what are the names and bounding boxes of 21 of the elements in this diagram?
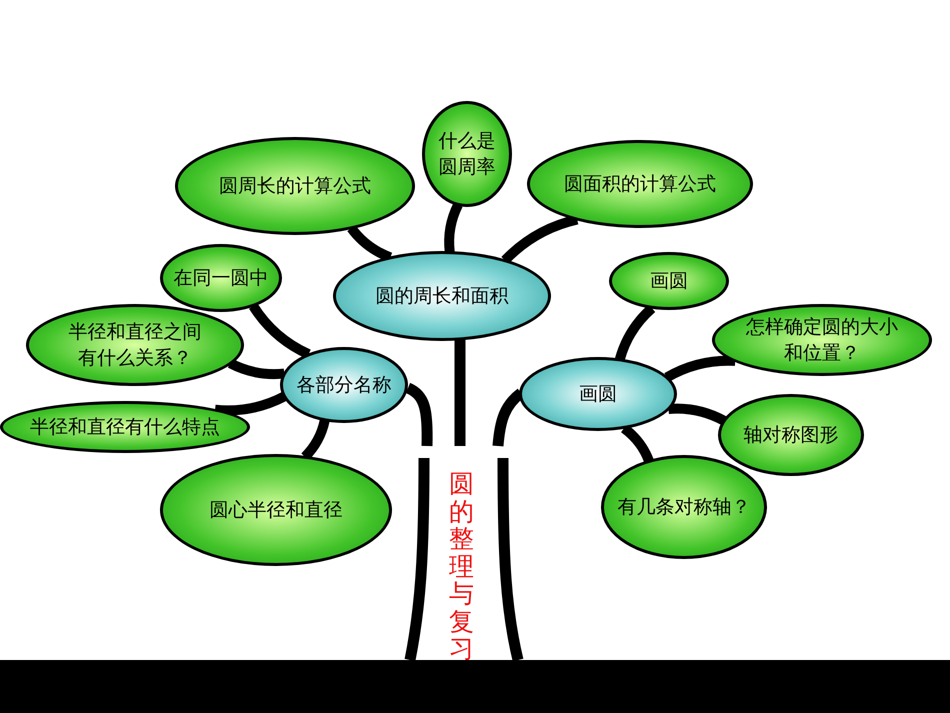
node-text: 圆的周长和面积 [376, 284, 508, 309]
node-text: 画圆 [650, 269, 688, 294]
node-text: 画圆 [579, 382, 617, 407]
node-text: 圆面积的计算公式 [564, 172, 716, 197]
branch-line [501, 214, 578, 264]
node-text: 有几条对称轴？ [618, 495, 750, 520]
branch-line [249, 303, 311, 359]
title: 圆的整理与复习 [449, 470, 474, 662]
branch-line [444, 202, 463, 252]
node-text: 各部分名称 [296, 373, 392, 398]
branch-line [664, 356, 736, 382]
node-text: 什么是圆周率 [438, 129, 496, 180]
node-text: 圆周长的计算公式 [219, 174, 371, 199]
node-text: 在同一圆中 [174, 266, 268, 291]
node-text: 怎样确定圆的大小和位置？ [745, 315, 899, 366]
ellipse-node [0, 401, 250, 453]
branch-line [228, 358, 285, 380]
node-text: 轴对称图形 [744, 423, 838, 448]
node-text: 圆心半径和直径 [210, 498, 342, 523]
node-text: 半径和直径有什么特点 [30, 415, 220, 440]
node-text: 半径和直径之间有什么关系？ [68, 320, 202, 371]
